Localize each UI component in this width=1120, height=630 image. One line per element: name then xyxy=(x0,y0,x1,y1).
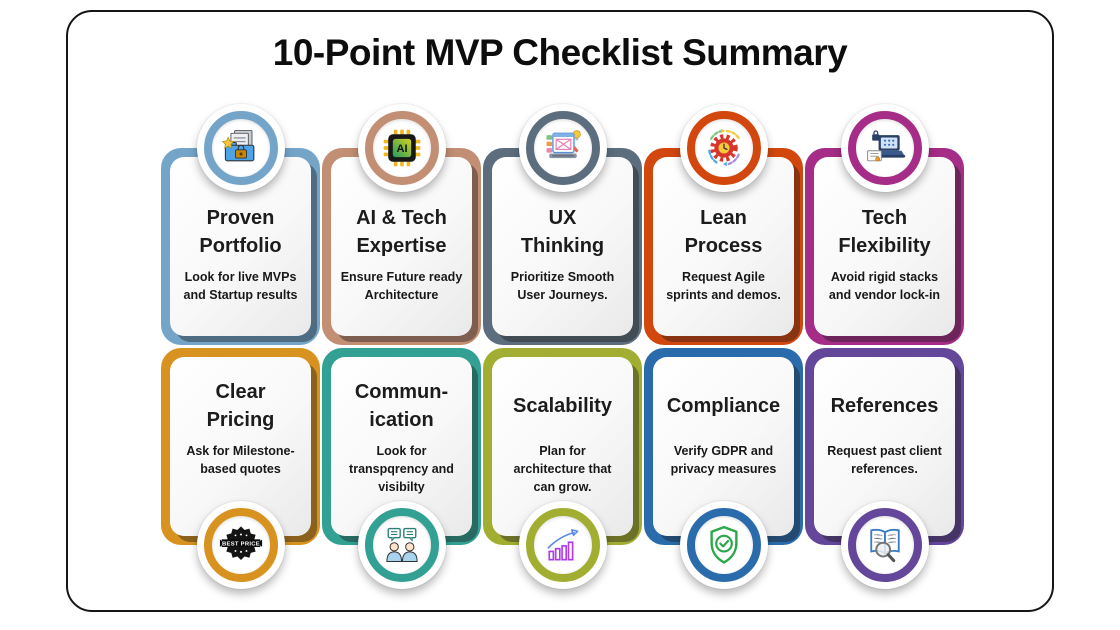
card-tech-flexibility: Tech Flexibility Avoid rigid stacks and … xyxy=(805,104,964,345)
svg-text:BEST PRICE: BEST PRICE xyxy=(222,541,260,547)
card-references: References Request past client reference… xyxy=(805,348,964,589)
icon-badge xyxy=(840,501,929,589)
card-description: Look for live MVPs and Startup results xyxy=(183,270,298,302)
best-price-badge-icon: BEST PRICE xyxy=(219,526,262,561)
page-title: 10-Point MVP Checklist Summary xyxy=(272,32,848,73)
icon-badge xyxy=(518,501,607,589)
card-description: Look for transpqrency and visibilty xyxy=(349,444,454,494)
card-lean-process: Lean Process Request Agile sprints and d… xyxy=(644,104,803,345)
card-title: UX Thinking xyxy=(520,207,605,257)
icon-badge xyxy=(679,104,768,192)
card-title: Proven Portfolio xyxy=(199,207,282,257)
card-description: Plan for architecture that can grow. xyxy=(513,444,612,494)
card-clear-pricing: Clear Pricing Ask for Milestone- based q… xyxy=(161,348,320,589)
ux-laptop-icon xyxy=(546,130,581,159)
card-title: References xyxy=(830,395,939,417)
icon-badge xyxy=(357,501,446,589)
ai-chip-icon: AI xyxy=(383,129,420,167)
card-scalability: Scalability Plan for architecture that c… xyxy=(483,348,642,589)
flexible-laptop-icon xyxy=(866,130,905,162)
card-description: Ensure Future ready Architecture xyxy=(340,270,463,302)
card-colored-backplate: Scalability Plan for architecture that c… xyxy=(483,348,642,545)
card-compliance: Compliance Verify GDPR and privacy measu… xyxy=(644,348,803,589)
card-title: Lean Process xyxy=(684,207,763,257)
icon-badge xyxy=(679,501,768,589)
checklist-grid: Proven Portfolio Look for live MVPs and … xyxy=(161,104,964,589)
card-description: Request past client references. xyxy=(827,444,942,476)
icon-badge xyxy=(196,104,285,192)
card-description: Avoid rigid stacks and vendor lock-in xyxy=(828,270,941,302)
book-search-icon xyxy=(869,528,900,563)
icon-badge: BEST PRICE xyxy=(196,501,285,589)
card-description: Request Agile sprints and demos. xyxy=(666,270,781,302)
card-title: Clear Pricing xyxy=(206,381,275,431)
card-description: Prioritize Smooth User Journeys. xyxy=(510,270,615,302)
icon-badge xyxy=(840,104,929,192)
card-title: Commun- ication xyxy=(354,381,449,431)
icon-badge xyxy=(518,104,607,192)
svg-text:AI: AI xyxy=(396,143,407,155)
card-colored-backplate: AI & Tech Expertise Ensure Future ready … xyxy=(322,148,481,345)
card-description: Ask for Milestone- based quotes xyxy=(186,444,295,476)
icon-badge: AI xyxy=(357,104,446,192)
card-ai-tech-expertise: AI & Tech Expertise Ensure Future ready … xyxy=(322,104,481,345)
agile-gear-icon xyxy=(707,128,740,167)
shield-check-icon xyxy=(709,525,738,564)
growth-chart-icon xyxy=(547,529,578,561)
card-title: AI & Tech Expertise xyxy=(356,207,447,257)
portfolio-icon xyxy=(221,130,254,162)
communication-icon xyxy=(385,527,418,563)
card-communication: Commun- ication Look for transpqrency an… xyxy=(322,348,481,589)
card-title: Scalability xyxy=(513,395,612,417)
card-title: Tech Flexibility xyxy=(838,207,931,257)
card-title: Compliance xyxy=(666,395,781,417)
card-ux-thinking: UX Thinking Prioritize Smooth User Journ… xyxy=(483,104,642,345)
card-proven-portfolio: Proven Portfolio Look for live MVPs and … xyxy=(161,104,320,345)
card-description: Verify GDPR and privacy measures xyxy=(670,444,777,476)
